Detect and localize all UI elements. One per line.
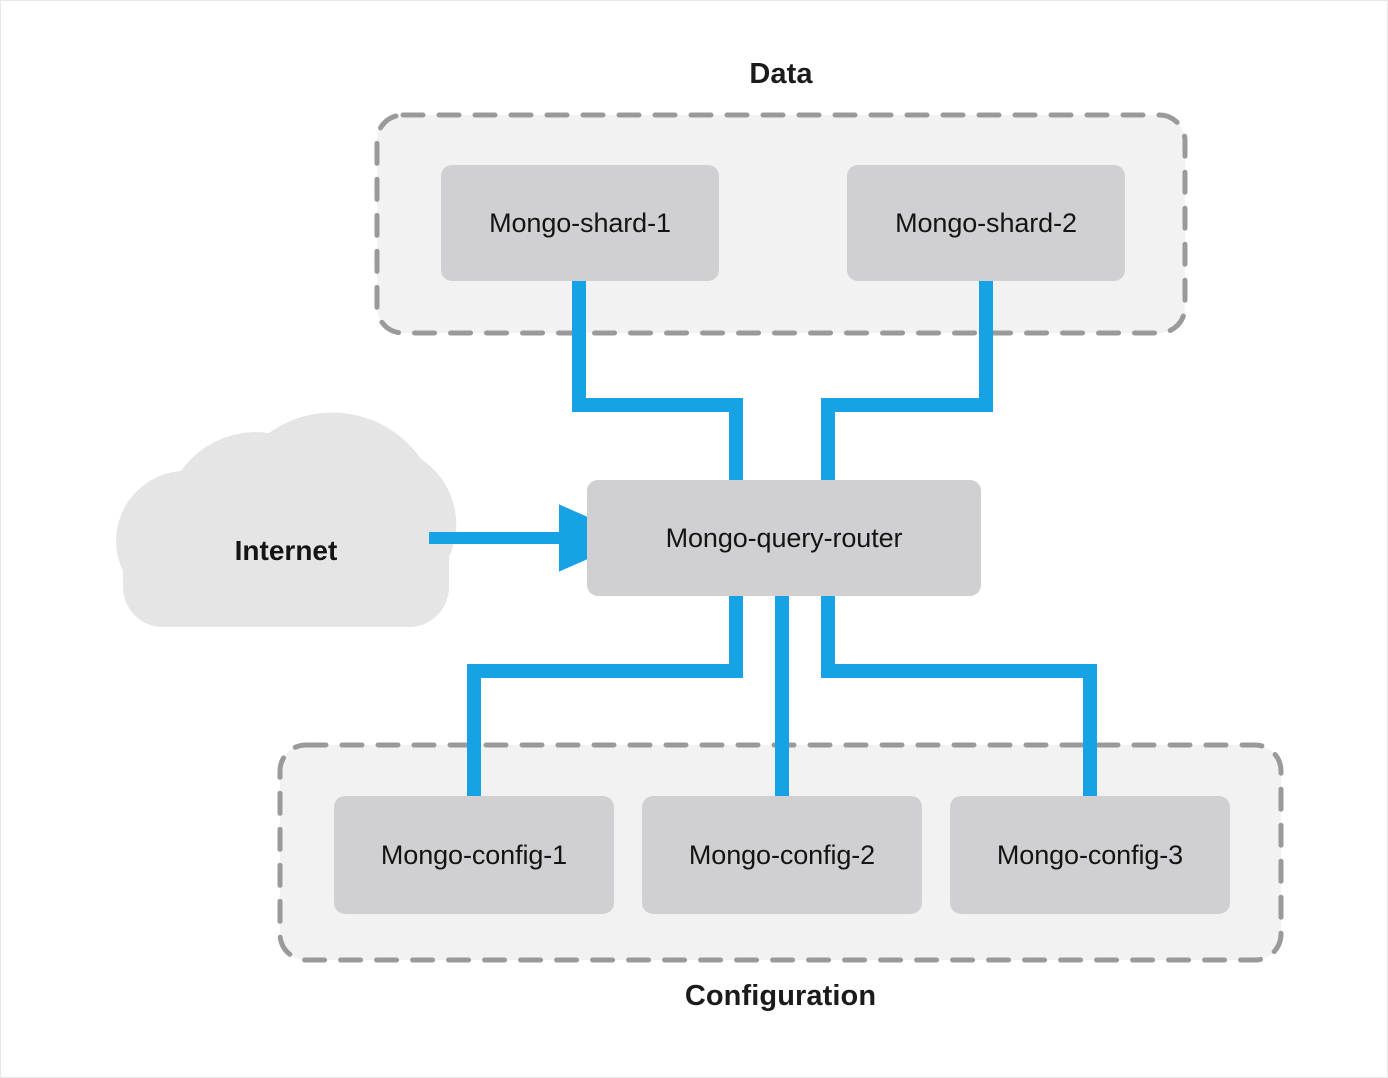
node-mongo-shard-2-label: Mongo-shard-2	[895, 207, 1077, 238]
node-mongo-shard-1[interactable]: Mongo-shard-1	[441, 165, 719, 281]
data-group-title: Data	[749, 58, 813, 90]
node-mongo-config-1-label: Mongo-config-1	[380, 839, 568, 870]
connector-shard2-router	[821, 277, 993, 483]
configuration-group-title: Configuration	[684, 980, 877, 1012]
connector-shard1-router	[572, 277, 743, 483]
node-mongo-shard-2[interactable]: Mongo-shard-2	[847, 165, 1125, 281]
node-mongo-config-1[interactable]: Mongo-config-1	[334, 796, 614, 914]
node-mongo-config-2-label: Mongo-config-2	[688, 839, 876, 870]
node-mongo-query-router-label: Mongo-query-router	[665, 522, 903, 553]
node-mongo-query-router[interactable]: Mongo-query-router	[587, 480, 981, 596]
connector-router-config3	[821, 592, 1097, 801]
cloud-icon	[116, 412, 457, 627]
node-mongo-config-3-label: Mongo-config-3	[996, 839, 1184, 870]
node-mongo-config-2[interactable]: Mongo-config-2	[642, 796, 922, 914]
connector-router-config1	[467, 592, 743, 801]
internet-label: Internet	[234, 535, 338, 566]
node-mongo-config-3[interactable]: Mongo-config-3	[950, 796, 1230, 914]
node-mongo-shard-1-label: Mongo-shard-1	[489, 207, 671, 238]
